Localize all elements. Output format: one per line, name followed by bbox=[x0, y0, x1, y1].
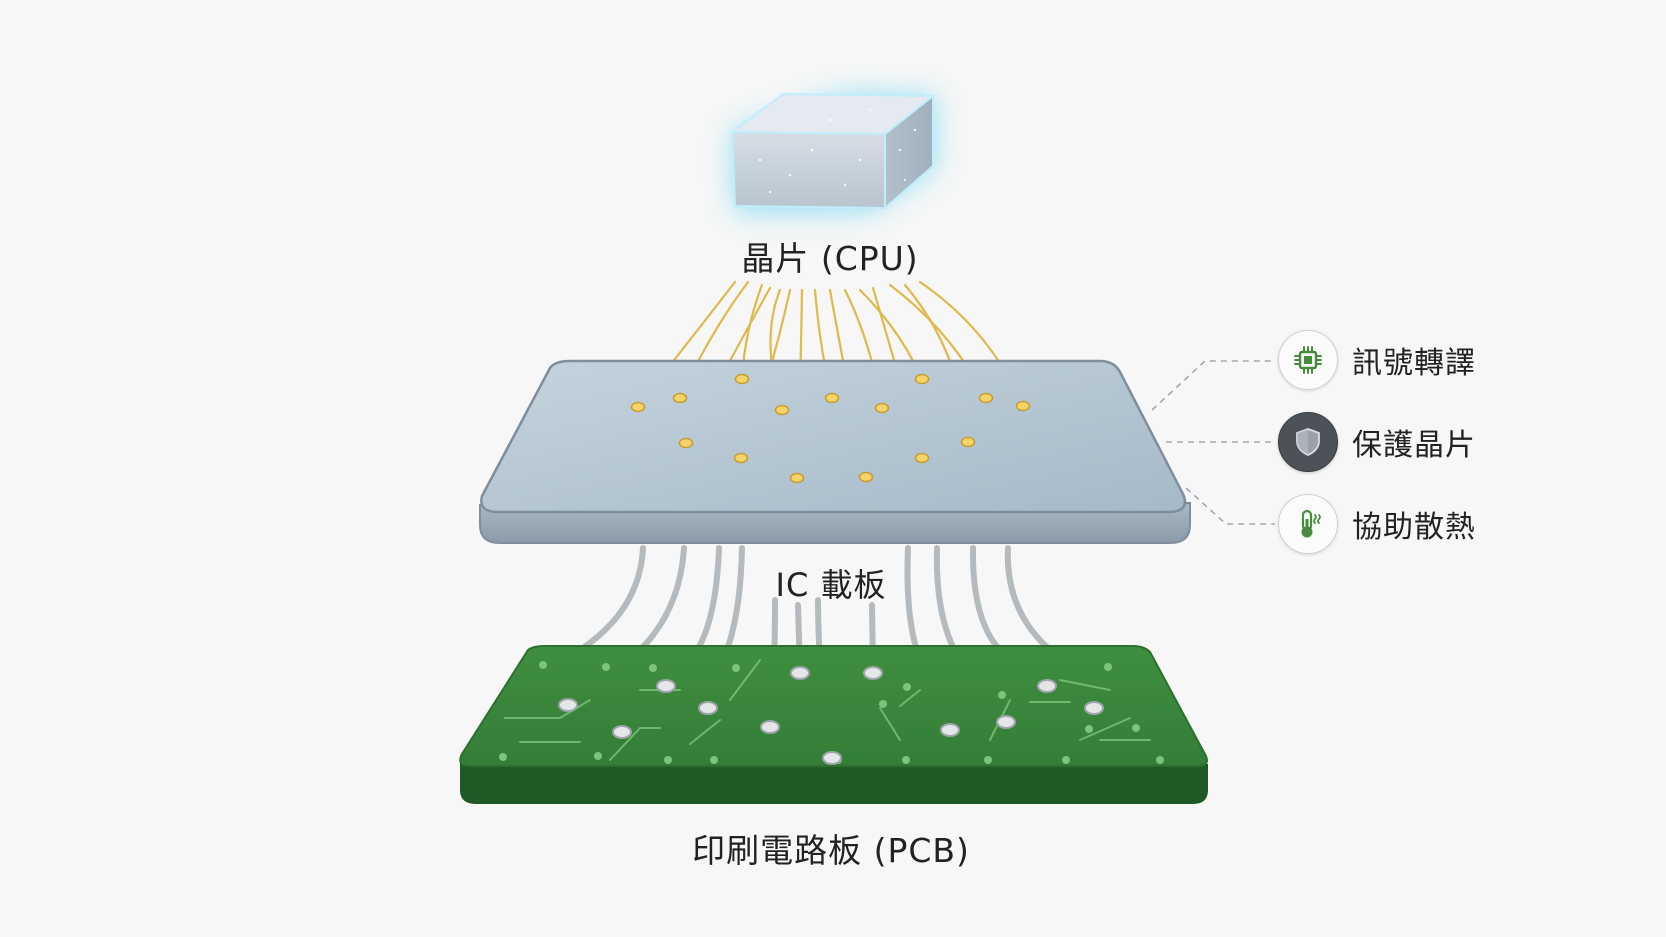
chip-label: 晶片 (CPU) bbox=[741, 239, 919, 278]
feature-label: 協助散熱 bbox=[1352, 510, 1476, 545]
ic-substrate bbox=[479, 359, 1191, 544]
feature-heat-dissipation: 協助散熱 bbox=[1278, 494, 1476, 554]
substrate-label: IC 載板 bbox=[775, 566, 887, 604]
feature-signal-translation: 訊號轉譯 bbox=[1278, 330, 1476, 390]
pcb-top-face bbox=[459, 645, 1208, 767]
cpu-chip bbox=[729, 92, 936, 212]
pcb-board bbox=[459, 645, 1208, 804]
substrate-bond-pads bbox=[630, 373, 1031, 484]
substrate-top-face bbox=[480, 359, 1187, 514]
feature-chip-protection: 保護晶片 bbox=[1278, 412, 1476, 472]
feature-label: 訊號轉譯 bbox=[1352, 346, 1476, 381]
feature-label: 保護晶片 bbox=[1352, 428, 1476, 463]
chip-side-face bbox=[884, 93, 934, 211]
callout-lines bbox=[1151, 360, 1275, 525]
pcb-label: 印刷電路板 (PCB) bbox=[692, 831, 970, 870]
chip-front-face bbox=[730, 130, 886, 210]
pcb-edge bbox=[460, 762, 1208, 804]
thermometer-icon bbox=[1278, 494, 1338, 554]
pcb-solder-pads bbox=[558, 666, 1104, 765]
shield-icon bbox=[1278, 412, 1338, 472]
chip-icon bbox=[1278, 330, 1338, 390]
